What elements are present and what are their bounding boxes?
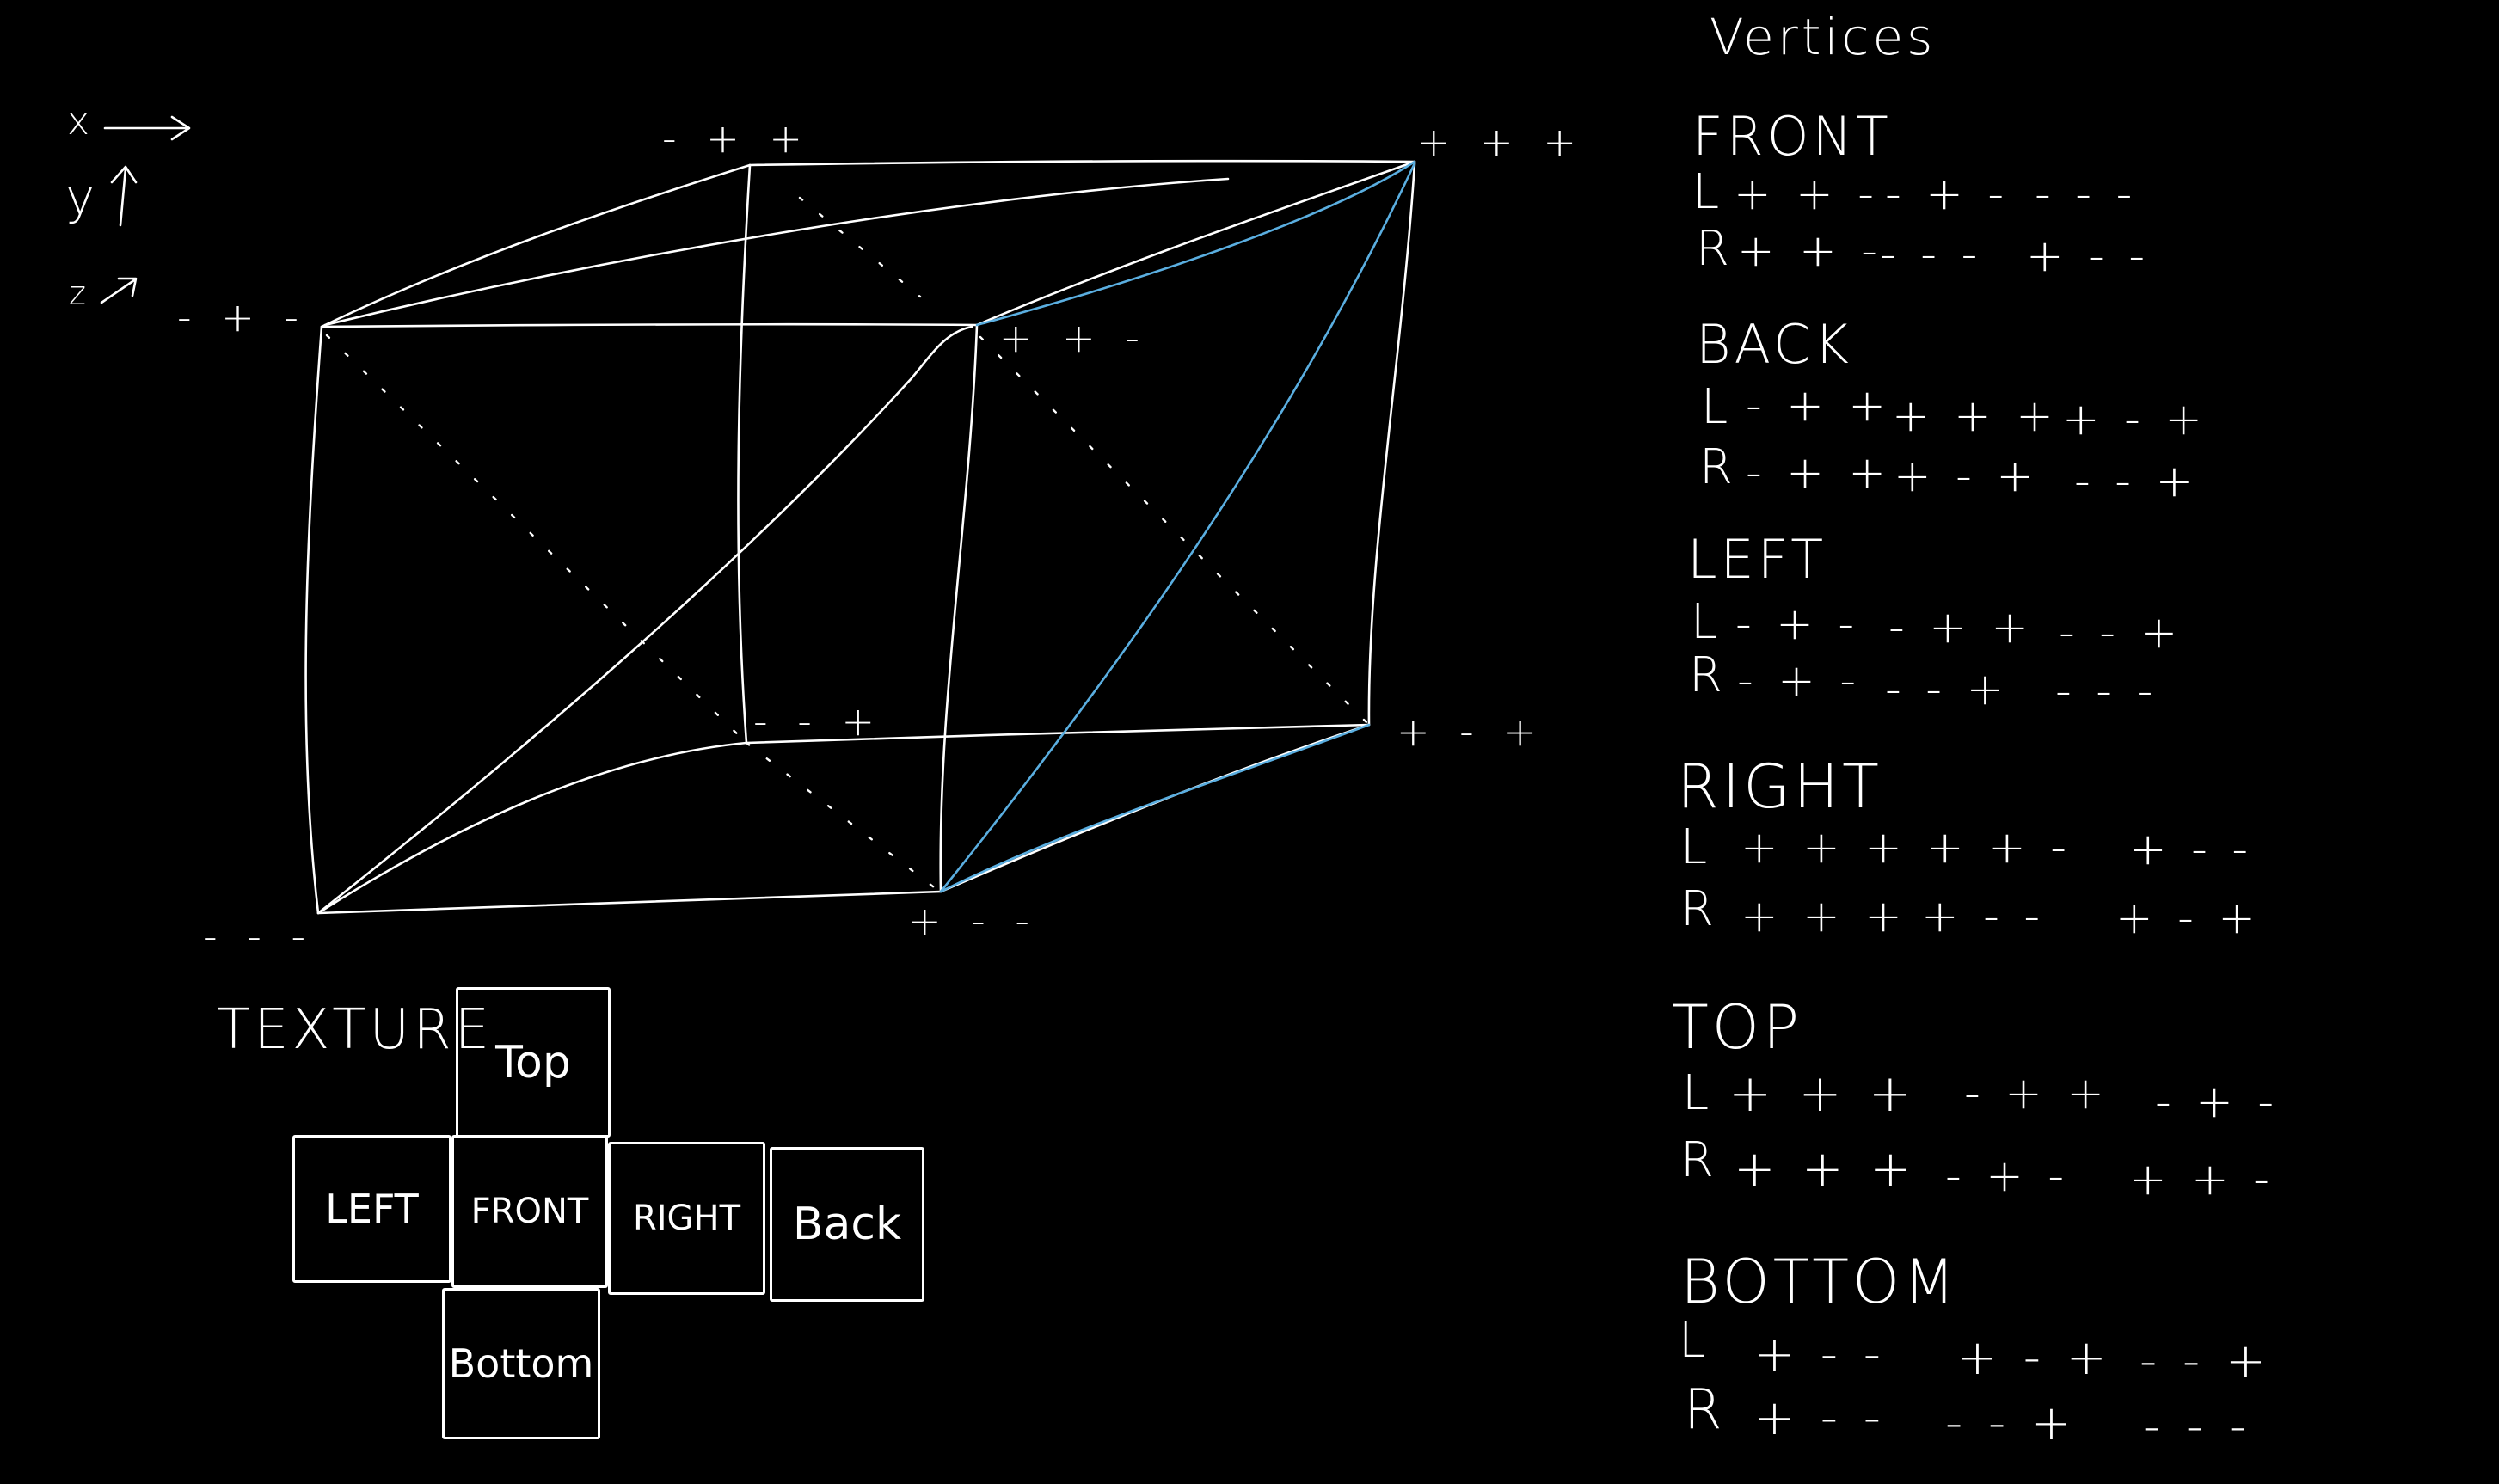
vertex-entry: - + +: [1746, 447, 1891, 499]
vertex-entry: - + -: [1885, 169, 2010, 220]
vertex-entry: - - +: [1945, 1395, 2077, 1451]
texture-title: TEXTURE: [217, 998, 494, 1062]
vertex-entry: + - -: [1754, 1390, 1886, 1446]
section-heading-back: BACK: [1696, 313, 1852, 376]
vertex-entry: + - +: [2062, 394, 2207, 445]
row-label: L: [1691, 594, 1722, 650]
vertex-entry: + + -: [1734, 169, 1879, 220]
row-label: L: [1682, 1065, 1713, 1121]
vertex-entry: - + +: [1964, 1068, 2109, 1119]
row-label: R: [1684, 1378, 1726, 1442]
vertex-entry: - - -: [2055, 665, 2158, 717]
row-label: R: [1680, 881, 1717, 937]
vertex-entry: - - +: [1885, 664, 2010, 715]
section-heading-front: FRONT: [1692, 105, 1892, 168]
vertex-entry: + - -: [2026, 230, 2151, 282]
vertex-entry: - + -: [1945, 1150, 2070, 1202]
cube-front-face: [304, 322, 979, 915]
vertex-entry: + - +: [2115, 892, 2261, 944]
vertex-entry: + + +: [1741, 891, 1907, 942]
vertex-entry: - + +: [1746, 380, 1891, 432]
z-axis-arrow: [100, 277, 138, 304]
vertex-entry: - + -: [2155, 1076, 2280, 1128]
row-label: L: [1680, 819, 1711, 875]
vertex-entry: - - -: [2143, 1399, 2252, 1455]
row-label: R: [1696, 221, 1733, 277]
section-heading-top: TOP: [1672, 992, 1803, 1063]
vertex-label-top-back-right: + + +: [1417, 119, 1585, 165]
cube-hidden-diagonals: [325, 196, 1371, 892]
texture-face-bottom: Bottom: [442, 1288, 600, 1439]
section-heading-right: RIGHT: [1677, 751, 1882, 822]
y-axis-arrow: [110, 165, 138, 227]
cube-back-face: [737, 159, 1416, 745]
y-axis-label: y: [65, 168, 99, 226]
vertex-entry: - + +: [1888, 602, 2034, 653]
vertex-entry: + - +: [1894, 451, 2039, 502]
section-heading-left: LEFT: [1687, 528, 1827, 591]
vertex-entry: + + +: [1892, 390, 2059, 442]
texture-face-left: LEFT: [292, 1135, 451, 1283]
axis-arrows: [100, 115, 191, 304]
vertex-entry: + + -: [2129, 1154, 2275, 1205]
vertex-label-top-back-left: - + +: [662, 115, 811, 162]
row-label: R: [1699, 439, 1736, 495]
vertex-label-bottom-back-right: + - +: [1397, 708, 1545, 755]
row-label: L: [1679, 1313, 1710, 1369]
vertex-entry: - + -: [1737, 655, 1862, 707]
vertex-entry: - - +: [2074, 456, 2199, 507]
cube-connecting-edges: [316, 160, 1416, 915]
section-heading-bottom: BOTTOM: [1680, 1247, 1959, 1317]
row-label: R: [1689, 647, 1726, 703]
vertex-label-top-front-right: + + -: [999, 315, 1148, 361]
cube-diagonals: [316, 160, 1416, 915]
vertex-entry: + + -: [1737, 225, 1882, 277]
vertex-entry: - - -: [2035, 169, 2138, 220]
vertex-entry: + + +: [1741, 822, 1907, 874]
vertex-entry: + + -: [1926, 822, 2072, 874]
x-axis-label: x: [67, 100, 94, 144]
row-label: L: [1701, 379, 1732, 435]
row-label: L: [1692, 164, 1723, 220]
texture-face-top: Top: [456, 987, 611, 1138]
vertex-entry: + + +: [1734, 1139, 1917, 1198]
vertex-label-bottom-front-left: - - -: [203, 913, 315, 960]
vertex-entry: - - -: [1880, 229, 1983, 280]
vertex-entry: + + +: [1728, 1064, 1917, 1124]
vertex-entry: + - -: [2129, 824, 2254, 875]
vertex-entry: - - +: [2059, 607, 2183, 659]
texture-face-back: Back: [770, 1147, 924, 1302]
vertex-entry: + - +: [1957, 1330, 2112, 1386]
vertex-entry: + - -: [1921, 891, 2046, 942]
texture-face-front: FRONT: [451, 1135, 608, 1288]
texture-face-right: RIGHT: [608, 1142, 765, 1295]
vertex-entry: - + -: [1735, 598, 1860, 650]
vertex-entry: - - +: [2140, 1334, 2271, 1389]
vertex-label-bottom-back-left: - - +: [753, 698, 883, 745]
vertex-label-bottom-front-right: + - -: [908, 898, 1038, 944]
row-label: R: [1680, 1132, 1717, 1188]
x-axis-arrow: [103, 115, 191, 141]
z-axis-label: z: [69, 274, 89, 312]
vertex-label-top-front-left: - + -: [177, 294, 307, 340]
vertex-entry: + - -: [1754, 1327, 1886, 1383]
vertices-title: Vertices: [1710, 8, 1937, 66]
